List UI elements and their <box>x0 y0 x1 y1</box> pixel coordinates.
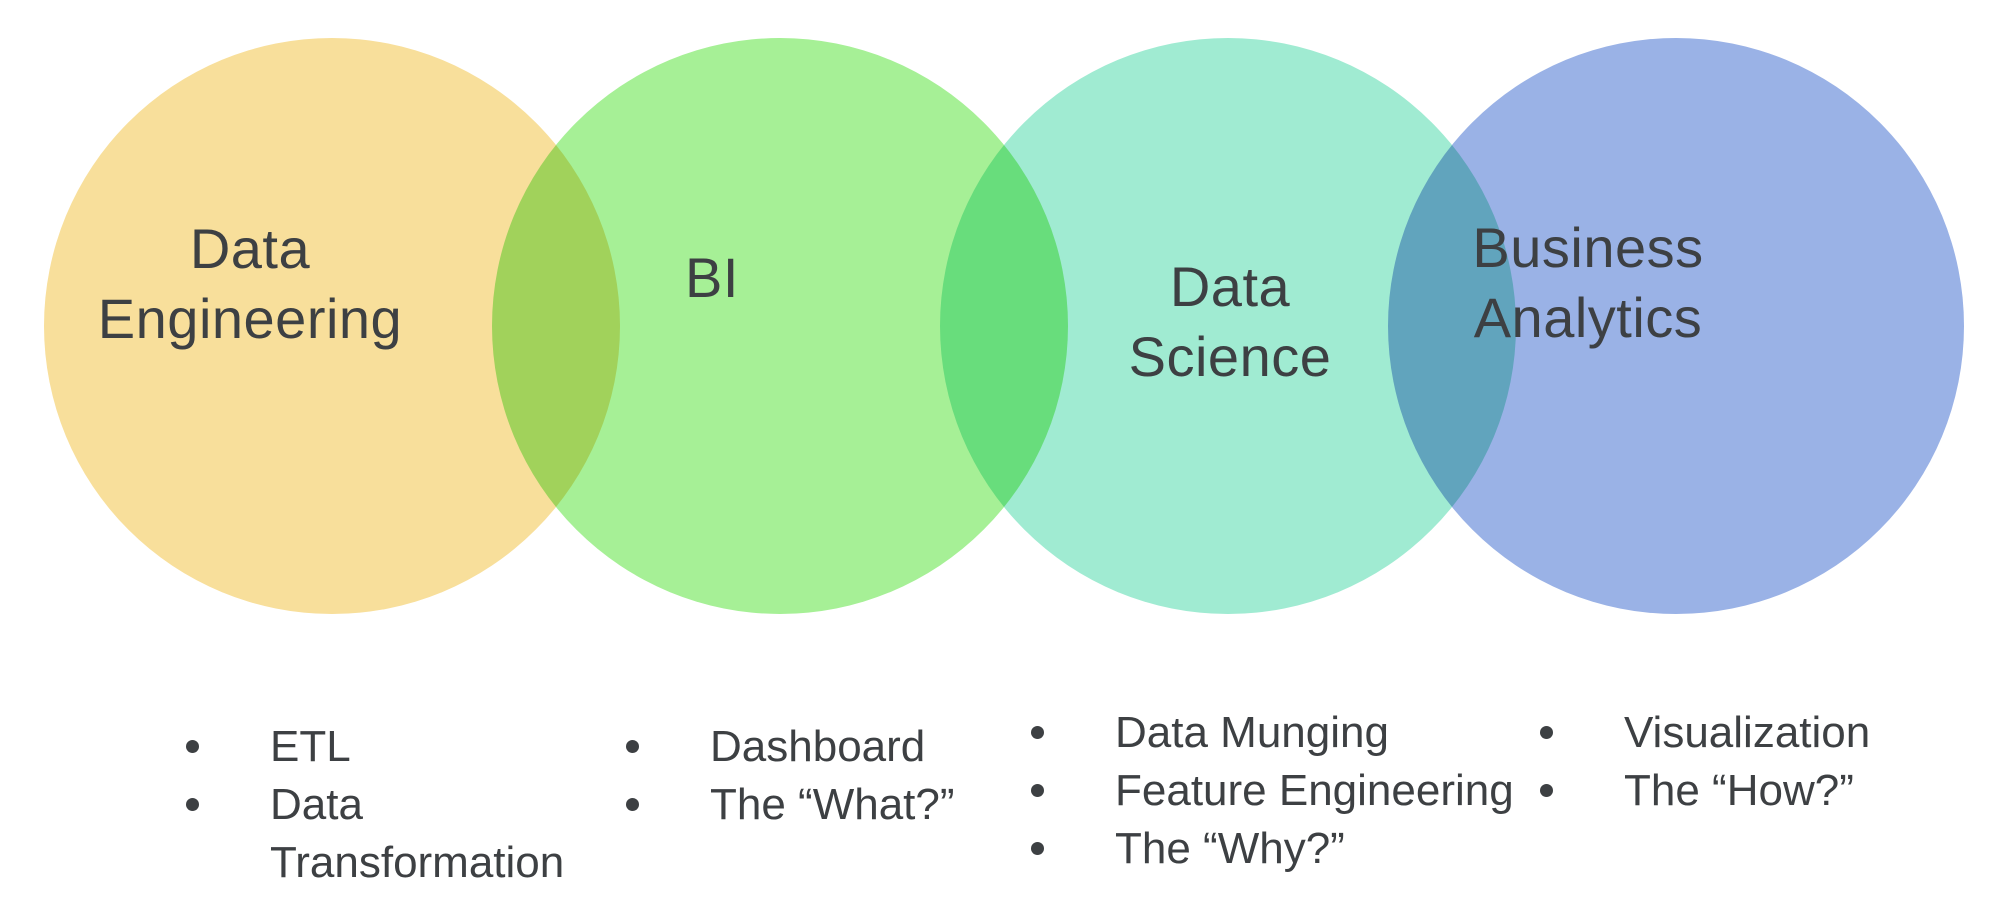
label-line: Business <box>1472 216 1704 279</box>
list-data-engineering: ETL Data Transformation <box>186 718 605 892</box>
label-line: Science <box>1128 325 1332 388</box>
list-item-label: Data Munging <box>1115 708 1389 757</box>
bullet-icon <box>1540 726 1553 739</box>
list-bi: Dashboard The “What?” <box>626 718 955 834</box>
bullet-icon <box>1540 784 1553 797</box>
bullet-icon <box>186 740 199 753</box>
list-item: Data Transformation <box>186 776 605 892</box>
list-item: Data Munging <box>1031 704 1514 762</box>
circle-label-data-science: Data Science <box>1129 252 1332 392</box>
list-item-label: Data Transformation <box>270 780 565 887</box>
list-item-label: The “How?” <box>1624 766 1854 815</box>
bullet-icon <box>1031 842 1044 855</box>
list-item: Feature Engineering <box>1031 762 1514 820</box>
circle-business-analytics <box>1388 38 1964 614</box>
label-line: BI <box>685 246 739 309</box>
bullet-icon <box>1031 784 1044 797</box>
label-line: Analytics <box>1473 286 1703 349</box>
bullet-icon <box>1031 726 1044 739</box>
list-item: Visualization <box>1540 704 1870 762</box>
list-item-label: The “What?” <box>710 780 955 829</box>
list-item: The “What?” <box>626 776 955 834</box>
list-item: Dashboard <box>626 718 955 776</box>
list-item-label: Feature Engineering <box>1115 766 1514 815</box>
label-line: Engineering <box>97 287 403 350</box>
bullet-icon <box>186 798 199 811</box>
list-item-label: Dashboard <box>710 722 926 771</box>
label-line: Data <box>189 217 311 280</box>
list-item-label: The “Why?” <box>1115 824 1345 873</box>
list-item: The “Why?” <box>1031 820 1514 878</box>
bullet-icon <box>626 740 639 753</box>
list-item-label: Visualization <box>1624 708 1871 757</box>
circle-label-data-engineering: Data Engineering <box>98 214 402 354</box>
list-item: The “How?” <box>1540 762 1870 820</box>
circle-label-bi: BI <box>685 243 739 313</box>
label-line: Data <box>1169 255 1291 318</box>
list-business-analytics: Visualization The “How?” <box>1540 704 1870 820</box>
bullet-icon <box>626 798 639 811</box>
list-item: ETL <box>186 718 605 776</box>
list-item-label: ETL <box>270 722 351 771</box>
list-data-science: Data Munging Feature Engineering The “Wh… <box>1031 704 1514 878</box>
circle-label-business-analytics: Business Analytics <box>1472 213 1703 353</box>
